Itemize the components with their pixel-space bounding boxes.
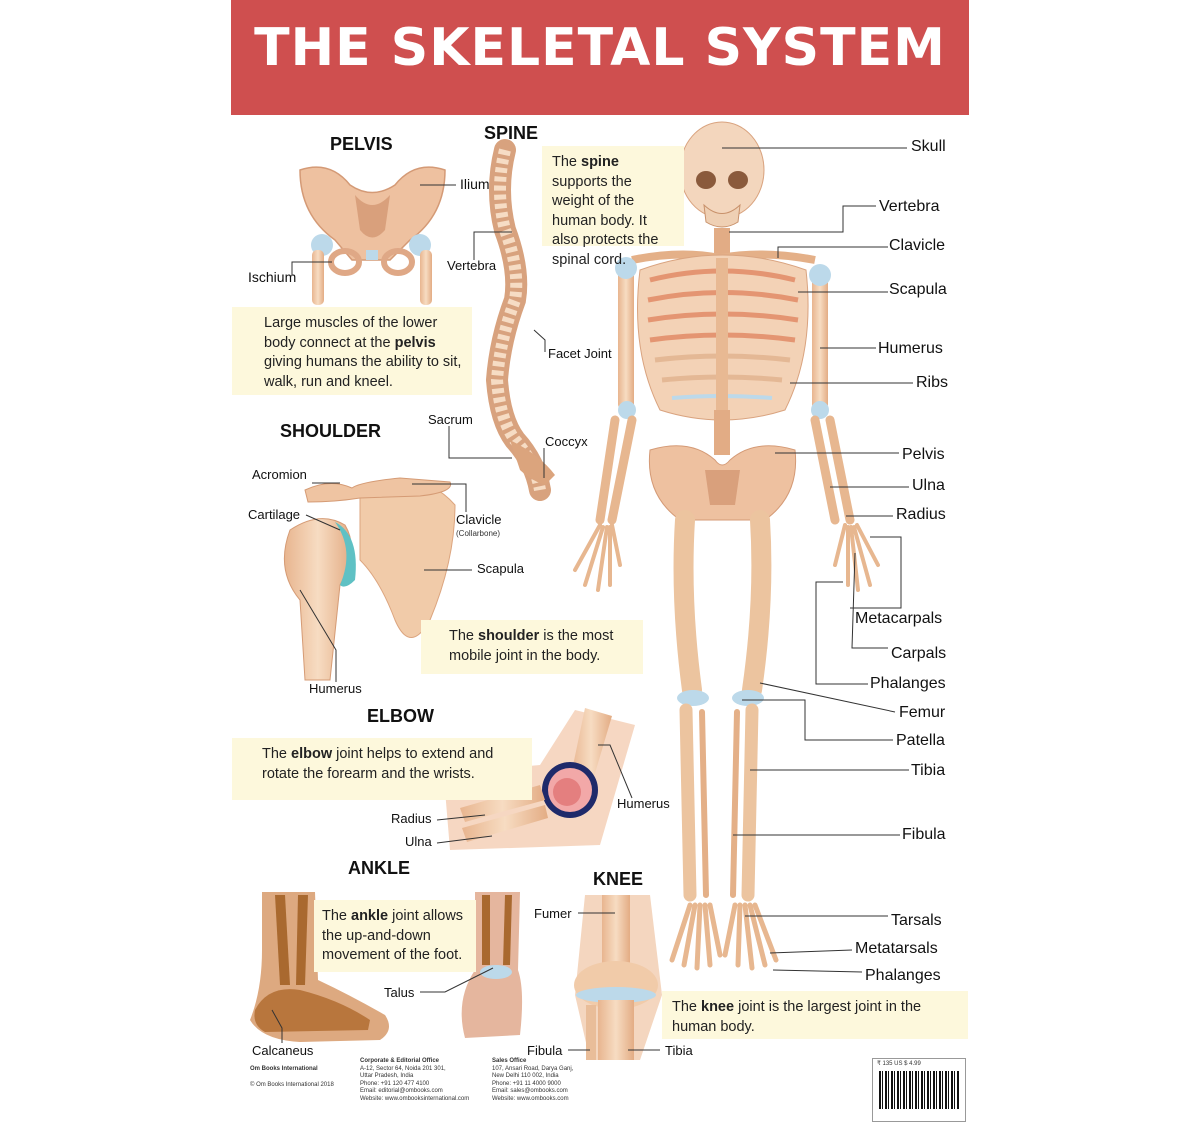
shoulder-acromion-label: Acromion — [252, 467, 307, 482]
skeleton-vertebra-label: Vertebra — [879, 198, 940, 215]
skeleton-humerus-label: Humerus — [878, 340, 943, 357]
elbow-heading: ELBOW — [367, 706, 434, 726]
barcode: ₹ 135 US $ 4.99 — [872, 1058, 966, 1122]
corporate-line-5: Website: www.ombooksinternational.com — [360, 1095, 470, 1102]
corporate-line-0: Corporate & Editorial Office — [360, 1058, 440, 1064]
spine-vertebra-label: Vertebra — [447, 258, 497, 273]
sales-line-0: Sales Office — [492, 1058, 527, 1064]
elbow-note: The elbow joint helps to extend and rota… — [232, 738, 532, 800]
skeleton-fibula-label: Fibula — [902, 826, 946, 843]
knee-note: The knee joint is the largest joint in t… — [662, 991, 968, 1039]
shoulder-clavicle-sublabel: (Collarbone) — [456, 529, 501, 538]
skeleton-scapula-label: Scapula — [889, 281, 947, 298]
skeleton-skull-label: Skull — [911, 138, 946, 155]
skeleton-radius-label: Radius — [896, 506, 946, 523]
shoulder-note: The shoulder is the most mobile joint in… — [421, 620, 643, 674]
knee-fibula-label: Fibula — [527, 1043, 563, 1058]
spine-facet-joint-label: Facet Joint — [548, 346, 612, 361]
skeleton-illustration — [573, 121, 880, 971]
elbow-ulna-label: Ulna — [405, 834, 432, 849]
sales-line-4: Email: sales@ombooks.com — [492, 1088, 568, 1094]
spine-coccyx-label: Coccyx — [545, 434, 588, 449]
skeleton-patella-label: Patella — [896, 732, 945, 749]
copyright-text: © Om Books International 2018 — [250, 1081, 334, 1088]
corporate-line-1: A-12, Sector 64, Noida 201 301, — [360, 1065, 446, 1072]
corporate-line-3: Phone: +91 120 477 4100 — [360, 1080, 430, 1087]
price-label: ₹ 135 US $ 4.99 — [877, 1061, 921, 1067]
skeleton-clavicle-label: Clavicle — [889, 237, 946, 254]
sales-line-3: Phone: +91 11 4000 9000 — [492, 1080, 561, 1087]
sales-line-2: New Delhi 110 002, India — [492, 1073, 559, 1079]
knee-fumer-label: Fumer — [534, 906, 572, 921]
shoulder-clavicle-label: Clavicle — [456, 512, 502, 527]
skeleton-carpals-label: Carpals — [891, 645, 947, 662]
leader-lines — [271, 147, 913, 1051]
sales-line-1: 107, Ansari Road, Darya Ganj, — [492, 1065, 574, 1072]
ankle-note: The ankle joint allows the up-and-down m… — [314, 900, 476, 972]
skeleton-ribs-label: Ribs — [916, 374, 949, 391]
skeleton-metacarpals-label: Metacarpals — [855, 610, 943, 627]
skeleton-metatarsals-label: Metatarsals — [855, 940, 938, 957]
skeleton-femur-label: Femur — [899, 704, 946, 721]
sales-line-5: Website: www.ombooks.com — [492, 1095, 569, 1102]
knee-tibia-label: Tibia — [665, 1043, 693, 1058]
pelvis-ischium-label: Ischium — [248, 269, 297, 285]
ankle-calcaneus-label: Calcaneus — [252, 1043, 314, 1058]
publisher-name: Om Books International — [250, 1066, 318, 1072]
skeleton-phalanges-foot-label: Phalanges — [865, 967, 941, 984]
corporate-line-4: Email: editorial@ombooks.com — [360, 1088, 443, 1094]
ankle-talus-label: Talus — [384, 985, 415, 1000]
corporate-office-block: Corporate & Editorial Office A-12, Secto… — [360, 1058, 480, 1103]
pelvis-heading: PELVIS — [330, 134, 393, 154]
knee-illustration — [574, 895, 662, 1060]
spine-note: The spine supports the weight of the hum… — [542, 146, 684, 268]
spine-heading: SPINE — [484, 123, 539, 143]
skeleton-tarsals-label: Tarsals — [891, 912, 942, 929]
shoulder-scapula-label: Scapula — [477, 561, 524, 576]
barcode-stripes — [879, 1071, 959, 1109]
elbow-humerus-label: Humerus — [617, 796, 670, 811]
shoulder-humerus-label: Humerus — [309, 681, 362, 696]
ankle-heading: ANKLE — [348, 858, 410, 878]
publisher-logo-block: Om Books International © Om Books Intern… — [250, 1066, 350, 1089]
ankle-illustration — [250, 892, 523, 1042]
pelvis-ilium-label: Ilium — [460, 176, 490, 192]
spine-sacrum-label: Sacrum — [428, 412, 473, 427]
elbow-radius-label: Radius — [391, 811, 432, 826]
skeleton-pelvis-label: Pelvis — [902, 446, 945, 463]
skeleton-tibia-label: Tibia — [911, 762, 946, 779]
title-banner — [231, 0, 969, 115]
sales-office-block: Sales Office 107, Ansari Road, Darya Gan… — [492, 1058, 612, 1103]
page-title: THE SKELETAL SYSTEM — [254, 18, 946, 78]
pelvis-illustration — [299, 166, 446, 305]
elbow-illustration — [445, 708, 635, 850]
pelvis-note: Large muscles of the lower body connect … — [232, 307, 472, 395]
knee-heading: KNEE — [593, 869, 644, 889]
corporate-line-2: Uttar Pradesh, India — [360, 1073, 414, 1079]
shoulder-heading: SHOULDER — [280, 421, 382, 441]
skeleton-phalanges-hand-label: Phalanges — [870, 675, 946, 692]
skeleton-ulna-label: Ulna — [912, 477, 945, 494]
shoulder-cartilage-label: Cartilage — [248, 507, 301, 522]
